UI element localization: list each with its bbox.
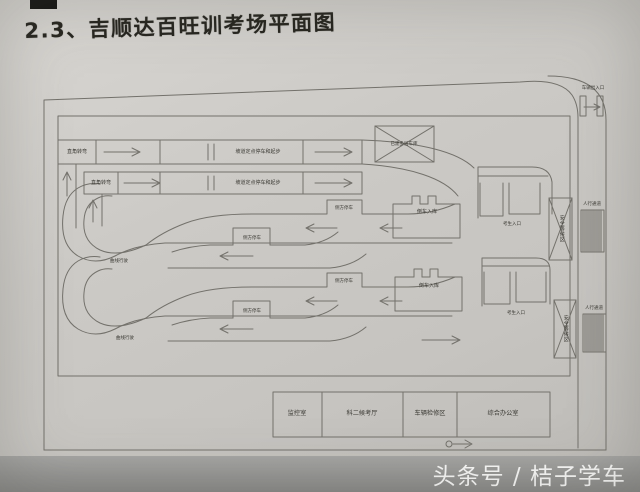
curve-driving-label-2: 曲线行驶 (116, 335, 134, 341)
examinee-entrance-structures (477, 166, 553, 307)
watermark-bar: 头条号 / 桔子学车 (0, 456, 640, 492)
connector-curves (361, 139, 475, 197)
reverse-parking-boxes (392, 195, 463, 312)
pedestrian-walkway-hatches (580, 209, 607, 353)
outer-boundary (43, 75, 607, 451)
side-parking-label-4: 侧方停车 (243, 308, 261, 314)
page-corner-mark (30, 0, 57, 9)
watermark-text: 头条号 / 桔子学车 (432, 464, 626, 490)
vehicle-entrance-label: 车辆出入口 (581, 85, 605, 91)
side-parking-label-3: 侧方停车 (335, 278, 353, 284)
waiting-area-boxes (548, 197, 577, 359)
ramp-stop-label-1: 坡道定点停车和起步 (235, 149, 281, 155)
rooms-row (272, 391, 551, 449)
room-label-monitor: 监控室 (287, 410, 307, 418)
right-angle-turn-label-2: 直角转弯 (91, 180, 111, 186)
ramp-stop-label-2: 坡道定点停车和起步 (235, 180, 281, 186)
right-angle-turn-label-1: 直角转弯 (67, 149, 87, 155)
room-label-waiting-hall: 科二候考厅 (346, 410, 378, 418)
walkway-label-2: 人行通道 (585, 305, 603, 311)
waiting-area-label-2: 安全等候区 (562, 315, 569, 343)
reverse-parking-label-2: 倒车入库 (419, 283, 439, 289)
examinee-entrance-label-2: 考生入口 (507, 310, 525, 316)
curve-driving-label-1: 曲线行驶 (110, 258, 128, 264)
side-parking-label-1: 侧方停车 (335, 205, 353, 211)
room-label-vehicle-service: 车辆检修区 (414, 410, 446, 418)
existing-building-label: 已建多层车库 (390, 141, 418, 147)
side-parking-label-2: 侧方停车 (243, 235, 261, 241)
room-label-office: 综合办公室 (487, 410, 519, 418)
waiting-area-label-1: 安全等候区 (558, 215, 565, 243)
entrance-gate (579, 95, 604, 117)
walkway-label-1: 人行通道 (583, 201, 601, 207)
s-curves (62, 183, 147, 335)
examinee-entrance-label-1: 考生入口 (503, 221, 521, 227)
flow-arrows (62, 147, 461, 345)
reverse-parking-label-1: 倒车入库 (417, 209, 437, 215)
inner-course-boundary (57, 115, 571, 377)
ramp-lanes (95, 139, 363, 195)
existing-building-box (374, 125, 435, 163)
return-roads (114, 199, 456, 342)
